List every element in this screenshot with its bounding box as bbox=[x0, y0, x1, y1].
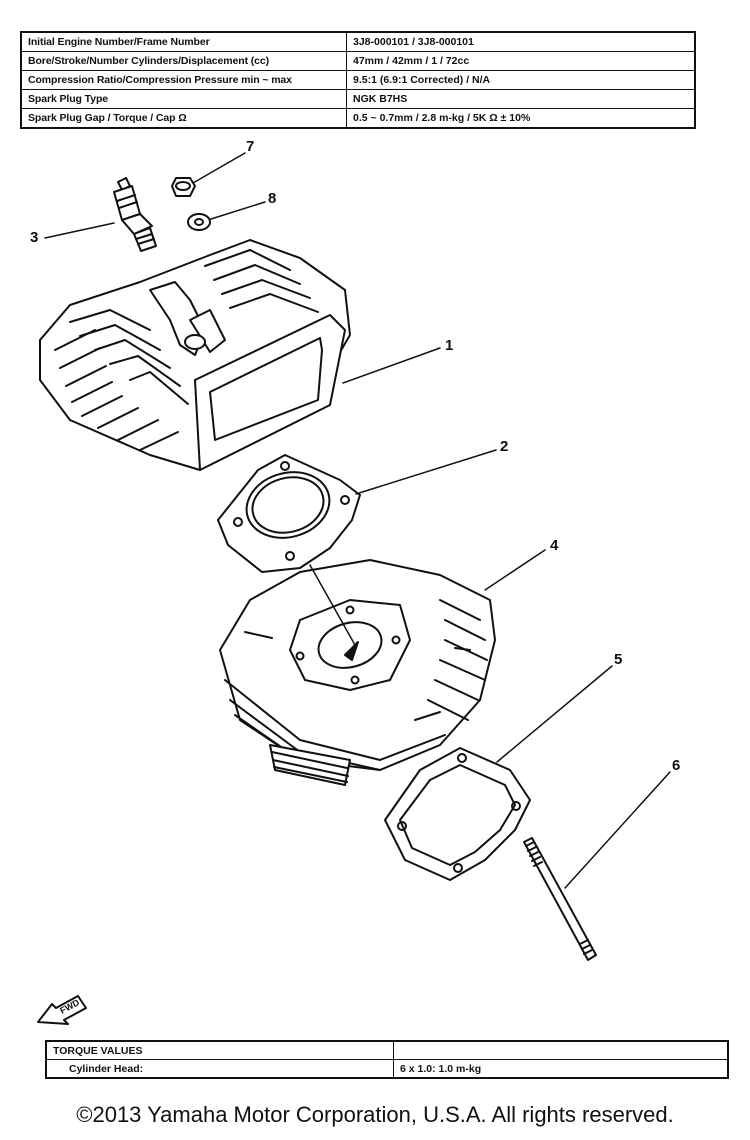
washer-part-8 bbox=[187, 213, 211, 231]
head-gasket-part-2 bbox=[217, 454, 361, 573]
torque-table: TORQUE VALUES Cylinder Head: 6 x 1.0: 1.… bbox=[45, 1040, 729, 1079]
callout-3: 3 bbox=[30, 229, 39, 246]
spec-table: Initial Engine Number/Frame Number 3J8-0… bbox=[20, 31, 696, 129]
cylinder-head-part-1 bbox=[39, 239, 351, 471]
spec-label: Spark Plug Gap / Torque / Cap Ω bbox=[20, 108, 347, 129]
spec-row: Spark Plug Type NGK B7HS bbox=[20, 89, 696, 109]
stud-alignment-line bbox=[309, 564, 356, 646]
callout-4: 4 bbox=[550, 537, 559, 554]
leader-line-2 bbox=[355, 449, 497, 495]
leader-line-7 bbox=[192, 152, 246, 184]
spec-row: Spark Plug Gap / Torque / Cap Ω 0.5 ~ 0.… bbox=[20, 108, 696, 129]
nut-part-7 bbox=[171, 177, 196, 197]
leader-line-8 bbox=[210, 201, 266, 220]
spec-row: Compression Ratio/Compression Pressure m… bbox=[20, 70, 696, 90]
leader-lines bbox=[44, 152, 671, 889]
callout-7: 7 bbox=[246, 138, 255, 155]
callout-8: 8 bbox=[268, 190, 277, 207]
torque-label: Cylinder Head: bbox=[45, 1059, 394, 1079]
spec-row: Bore/Stroke/Number Cylinders/Displacemen… bbox=[20, 51, 696, 71]
stud-bolt-part-6 bbox=[523, 837, 597, 961]
base-gasket-part-5 bbox=[384, 747, 531, 881]
fwd-arrow-icon: FWD bbox=[37, 995, 87, 1025]
spark-plug-part-3 bbox=[113, 177, 157, 252]
leader-line-4 bbox=[484, 549, 546, 591]
spec-row: Initial Engine Number/Frame Number 3J8-0… bbox=[20, 31, 696, 52]
spec-label: Compression Ratio/Compression Pressure m… bbox=[20, 70, 347, 90]
torque-header-empty bbox=[393, 1040, 729, 1060]
torque-header: TORQUE VALUES bbox=[45, 1040, 394, 1060]
torque-header-row: TORQUE VALUES bbox=[45, 1040, 729, 1060]
leader-line-5 bbox=[496, 665, 613, 763]
cylinder-part-4 bbox=[219, 559, 496, 786]
leader-line-6 bbox=[564, 771, 671, 889]
spec-label: Spark Plug Type bbox=[20, 89, 347, 109]
spec-value: 3J8-000101 / 3J8-000101 bbox=[346, 31, 696, 52]
torque-row: Cylinder Head: 6 x 1.0: 1.0 m-kg bbox=[45, 1059, 729, 1079]
callout-2: 2 bbox=[500, 438, 509, 455]
copyright-notice: ©2013 Yamaha Motor Corporation, U.S.A. A… bbox=[76, 1102, 674, 1127]
callout-1: 1 bbox=[445, 337, 454, 354]
callout-5: 5 bbox=[614, 651, 623, 668]
spec-value: NGK B7HS bbox=[346, 89, 696, 109]
leader-line-1 bbox=[342, 347, 441, 384]
spec-value: 0.5 ~ 0.7mm / 2.8 m-kg / 5K Ω ± 10% bbox=[346, 108, 696, 129]
leader-line-3 bbox=[44, 222, 115, 239]
torque-value: 6 x 1.0: 1.0 m-kg bbox=[393, 1059, 729, 1079]
callout-6: 6 bbox=[672, 757, 681, 774]
